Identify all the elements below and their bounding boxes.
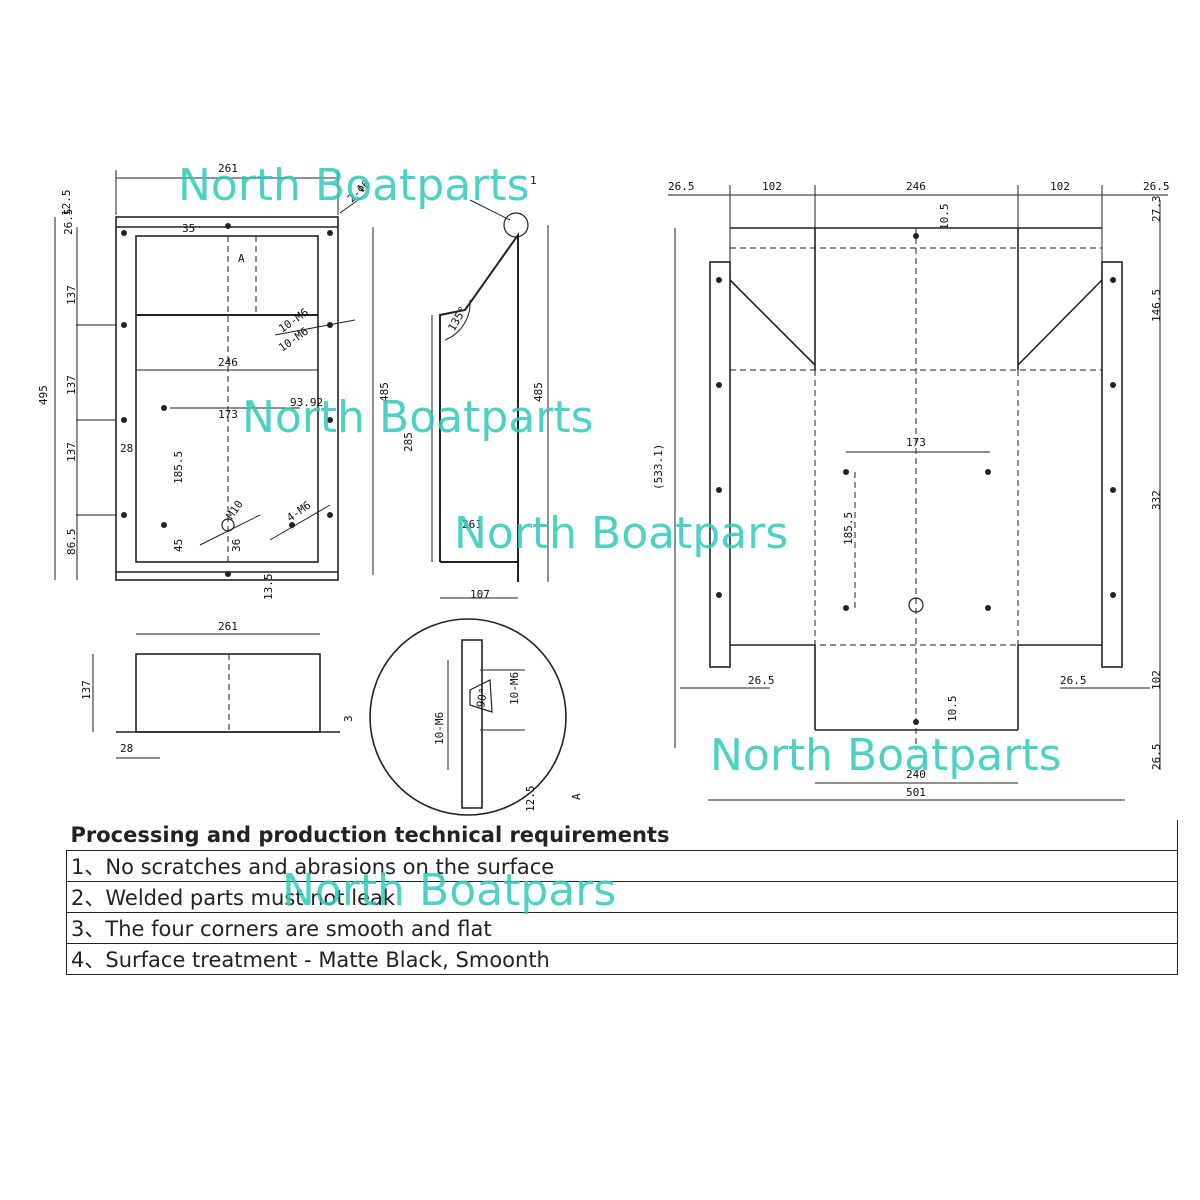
dimension-label: 102: [762, 180, 782, 193]
dimension-label: 146.5: [1150, 289, 1163, 322]
dimension-label: 246: [218, 356, 238, 369]
requirements-table: Processing and production technical requ…: [66, 820, 1178, 975]
dimension-label: 26.5: [1060, 674, 1087, 687]
detail-view: [369, 618, 567, 816]
dimension-label: 240: [906, 768, 926, 781]
dimension-label: 28: [120, 442, 133, 455]
dimension-label: 137: [65, 285, 78, 305]
dimension-label: 137: [65, 442, 78, 462]
dimension-label: 26.5: [668, 180, 695, 193]
dimension-label: 93.92: [290, 396, 323, 409]
dimension-label: 137: [65, 375, 78, 395]
watermark-3: North Boatpars: [454, 508, 788, 559]
dimension-label: 12.5: [524, 786, 537, 813]
dimension-label: 185.5: [842, 512, 855, 545]
dimension-label: (533.1): [652, 444, 665, 490]
watermark-2: North Boatparts: [242, 392, 594, 443]
requirements-title: Processing and production technical requ…: [66, 820, 1178, 851]
dimension-label: 26.5: [748, 674, 775, 687]
dimension-label: 173: [906, 436, 926, 449]
dimension-label: 261: [218, 162, 238, 175]
dimension-label: A: [238, 252, 245, 265]
requirement-item: 2、Welded parts must not leak: [66, 881, 1178, 913]
dimension-label: 135°: [445, 304, 470, 333]
dimension-label: 35: [182, 222, 195, 235]
dimension-label: 246: [906, 180, 926, 193]
dimension-label: 90°: [474, 687, 490, 709]
dimension-label: 27.3: [1150, 196, 1163, 223]
side-view: [431, 199, 549, 599]
dimension-label: 13.5: [262, 574, 275, 601]
dimension-label: 485: [378, 382, 391, 402]
dimension-label: 1: [530, 174, 537, 187]
dimension-label: 107: [470, 588, 490, 601]
requirement-item: 4、Surface treatment - Matte Black, Smoon…: [66, 943, 1178, 975]
dimension-label: 261: [462, 518, 482, 531]
dimension-label: 28: [120, 742, 133, 755]
dimension-label: 185.5: [172, 451, 185, 484]
dimension-label: M10: [224, 498, 246, 522]
dimension-label: 26.5: [62, 209, 75, 236]
dimension-label: 86.5: [65, 529, 78, 556]
dimension-label: 485: [532, 382, 545, 402]
dimension-label: 332: [1150, 490, 1163, 510]
dimension-label: 261: [218, 620, 238, 633]
watermark-4: North Boatparts: [710, 730, 1062, 781]
requirement-item: 3、The four corners are smooth and flat: [66, 912, 1178, 944]
dimension-label: 12.5: [60, 190, 73, 217]
dimension-label: 4-M6: [284, 499, 313, 525]
bottom-view: [92, 633, 340, 759]
requirement-item: 1、No scratches and abrasions on the surf…: [66, 850, 1178, 882]
plan-view: [668, 185, 1168, 801]
dimension-label: 137: [80, 680, 93, 700]
dimension-label: 26.5: [1150, 744, 1163, 771]
dimension-label: 3: [342, 715, 355, 722]
dimension-label: 285: [402, 432, 415, 452]
dimension-label: 501: [906, 786, 926, 799]
dimension-label: 36: [230, 539, 243, 552]
dimension-label: 495: [37, 385, 50, 405]
dimension-label: 10.5: [938, 204, 951, 231]
hole-markers: [121, 223, 1116, 725]
watermark-1: North Boatparts: [178, 160, 530, 211]
dimension-label: 102: [1150, 670, 1163, 690]
front-view: [54, 170, 374, 581]
dimension-label: 10.5: [946, 696, 959, 723]
dimension-label: 26.5: [1143, 180, 1170, 193]
dimension-label: A: [570, 793, 583, 800]
dimension-label: 10-M6: [508, 672, 521, 705]
dimension-label: 173: [218, 408, 238, 421]
dimension-label: 102: [1050, 180, 1070, 193]
dimension-label: 10-M6: [433, 712, 446, 745]
dimension-label: 45: [172, 539, 185, 552]
